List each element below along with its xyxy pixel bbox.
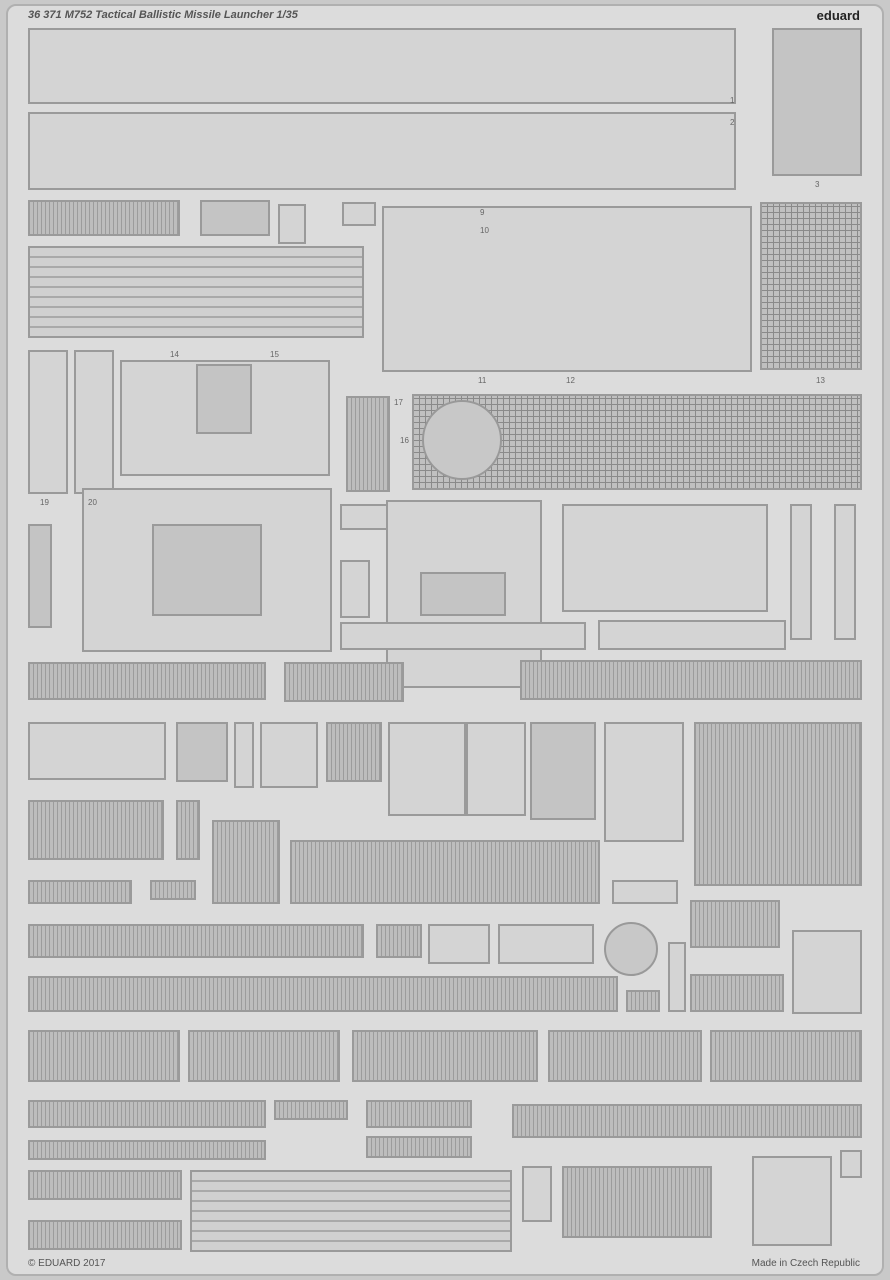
part-number: 19 — [40, 498, 49, 507]
part-99 — [522, 1166, 552, 1222]
part-36 — [28, 722, 166, 780]
part-95b — [366, 1136, 472, 1158]
part-27 — [340, 622, 586, 650]
part-3 — [772, 28, 862, 176]
part-84 — [690, 974, 784, 1012]
part-85 — [792, 930, 862, 1014]
part-49 — [28, 800, 164, 860]
copyright-text: © EDUARD 2017 — [28, 1258, 106, 1269]
part-9-frame — [382, 206, 752, 372]
part-94 — [366, 1100, 472, 1128]
part-28 — [562, 504, 768, 612]
part-38 — [176, 722, 228, 782]
part-number: 10 — [480, 226, 489, 235]
part-101 — [752, 1156, 832, 1246]
part-number: 2 — [730, 118, 735, 127]
part-number: 3 — [815, 180, 820, 189]
part-26-panel — [420, 572, 506, 616]
part-55 — [612, 880, 678, 904]
part-86 — [28, 1030, 180, 1082]
brand-logo: eduard — [816, 8, 860, 23]
part-46 — [604, 722, 684, 842]
part-33 — [28, 662, 266, 700]
part-41 — [326, 722, 382, 782]
part-52 — [150, 880, 196, 900]
part-number: 15 — [270, 350, 279, 359]
part-92 — [28, 1100, 266, 1128]
fret-title: 36 371 M752 Tactical Ballistic Missile L… — [28, 9, 298, 21]
part-22-panel — [152, 524, 262, 616]
part-17 — [346, 396, 390, 492]
part-89 — [352, 1030, 538, 1082]
part-91 — [710, 1030, 862, 1082]
origin-text: Made in Czech Republic — [751, 1258, 860, 1269]
part-30b — [834, 504, 856, 640]
part-number: 13 — [816, 376, 825, 385]
part-44 — [466, 722, 526, 816]
part-97 — [28, 1170, 182, 1200]
part-102 — [840, 1150, 862, 1178]
part-2-rail — [28, 112, 736, 190]
part-69 — [428, 924, 490, 964]
part-88 — [188, 1030, 340, 1082]
part-19 — [28, 350, 68, 494]
part-100 — [562, 1166, 712, 1238]
part-number: 9 — [480, 208, 485, 217]
part-51 — [28, 880, 132, 904]
part-7 — [342, 202, 376, 226]
part-number: 16 — [400, 436, 409, 445]
part-43 — [388, 722, 466, 816]
part-93 — [274, 1100, 348, 1120]
part-5 — [200, 200, 270, 236]
part-number: 20 — [88, 498, 97, 507]
part-number: 1 — [730, 96, 735, 105]
part-20 — [74, 350, 114, 494]
part-50 — [176, 800, 200, 860]
part-74-81 — [28, 976, 618, 1012]
part-54-row — [290, 840, 600, 904]
part-30 — [790, 504, 812, 640]
part-45 — [530, 722, 596, 820]
part-31 — [284, 662, 404, 702]
part-6 — [278, 204, 306, 244]
part-83 — [668, 942, 686, 1012]
part-34 — [520, 660, 862, 700]
part-number: 12 — [566, 376, 575, 385]
part-73 — [604, 922, 658, 976]
part-4 — [28, 200, 180, 236]
part-number: 14 — [170, 350, 179, 359]
part-18-fan — [422, 400, 502, 480]
part-56 — [690, 900, 780, 948]
part-40 — [260, 722, 318, 788]
part-96 — [512, 1104, 862, 1138]
part-8 — [28, 246, 364, 338]
part-number: 17 — [394, 398, 403, 407]
part-16 — [196, 364, 252, 434]
part-29 — [598, 620, 786, 650]
part-48 — [694, 722, 862, 886]
part-68 — [376, 924, 422, 958]
part-90 — [548, 1030, 702, 1082]
part-97b — [28, 1220, 182, 1250]
part-53 — [212, 820, 280, 904]
part-70-72 — [498, 924, 594, 964]
part-number: 11 — [478, 376, 487, 385]
part-59-66 — [28, 924, 364, 958]
part-1-rail — [28, 28, 736, 104]
part-21 — [28, 524, 52, 628]
part-82 — [626, 990, 660, 1012]
part-98 — [190, 1170, 512, 1252]
part-25 — [340, 560, 370, 618]
part-39 — [234, 722, 254, 788]
part-95 — [28, 1140, 266, 1160]
part-13-grille — [760, 202, 862, 370]
